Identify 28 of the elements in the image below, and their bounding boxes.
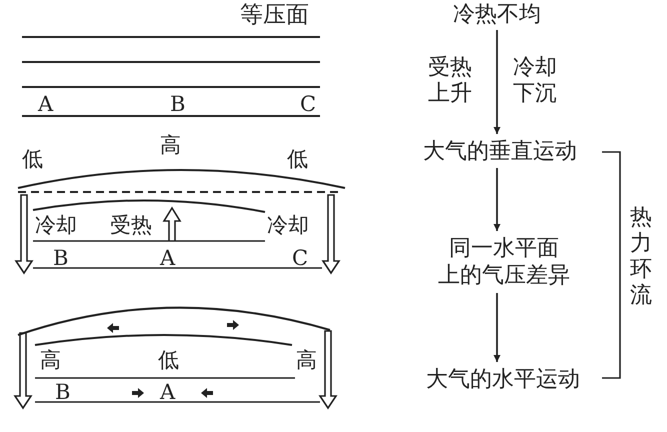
arrow: [494, 293, 500, 362]
text-label: 高: [40, 348, 61, 372]
point-label: C: [300, 92, 316, 116]
bracket-label: 热力环流: [630, 205, 653, 309]
point-label: A: [160, 246, 176, 270]
text-label: 等压面: [240, 3, 309, 27]
point-label: A: [160, 380, 176, 404]
flow-text: 大气的垂直运动: [400, 136, 600, 166]
point-label: A: [38, 92, 54, 116]
point-label: C: [292, 246, 308, 270]
text-label: 受热: [110, 213, 152, 237]
arrow: [494, 30, 500, 134]
point-label: B: [170, 92, 186, 116]
flow-text: 冷热不均: [445, 0, 549, 28]
text-label: 低: [22, 147, 43, 171]
arrow: [494, 168, 500, 231]
flow-text: 大气的水平运动: [404, 364, 602, 394]
point-label: B: [55, 380, 70, 404]
text-label: 冷却: [267, 213, 309, 237]
text-label: 冷却: [35, 213, 77, 237]
flow-text: 同一水平面上的气压差异: [420, 233, 588, 291]
text-label: 高: [160, 133, 181, 157]
text-label: 低: [158, 348, 179, 372]
point-label: B: [53, 246, 68, 270]
side-note: 冷却下沉: [513, 55, 558, 107]
text-label: 高: [296, 348, 317, 372]
text-label: 低: [287, 147, 308, 171]
side-note: 受热上升: [428, 55, 473, 107]
